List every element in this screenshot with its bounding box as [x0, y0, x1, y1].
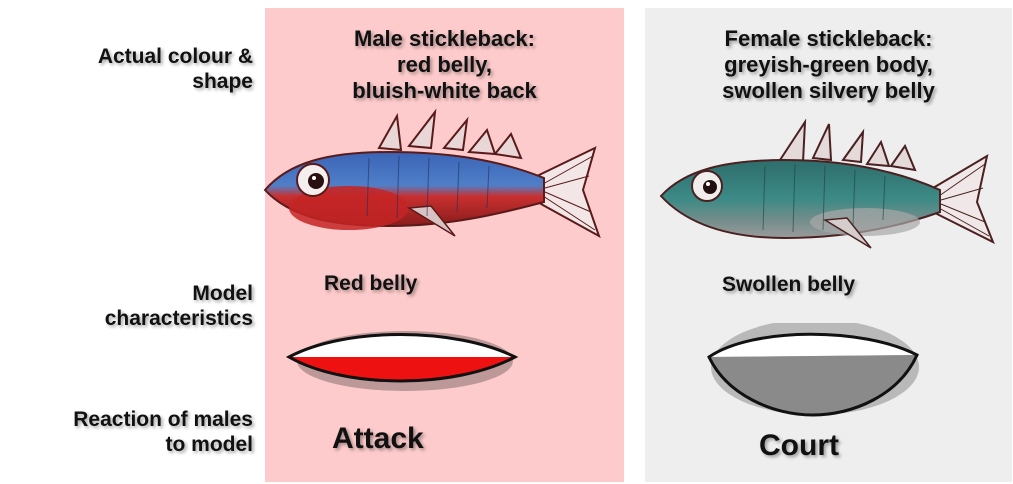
- male-reaction: Attack: [332, 422, 424, 456]
- female-reaction: Court: [759, 429, 839, 463]
- row-label-model: Model characteristics: [105, 281, 253, 331]
- female-stickleback-illustration: [655, 118, 1005, 253]
- female-model-label: Swollen belly: [722, 273, 855, 297]
- red-belly-model: [285, 323, 525, 393]
- male-panel: Male stickleback: red belly, bluish-whit…: [265, 8, 624, 482]
- male-stickleback-illustration: [259, 108, 609, 243]
- female-panel: Female stickleback: greyish-green body, …: [645, 8, 1012, 482]
- male-model-label: Red belly: [324, 272, 417, 296]
- row-label-actual: Actual colour & shape: [98, 44, 253, 94]
- male-caption: Male stickleback: red belly, bluish-whit…: [265, 26, 624, 104]
- swollen-belly-model: [703, 323, 923, 423]
- row-label-reaction: Reaction of males to model: [73, 407, 253, 457]
- female-caption: Female stickleback: greyish-green body, …: [645, 26, 1012, 104]
